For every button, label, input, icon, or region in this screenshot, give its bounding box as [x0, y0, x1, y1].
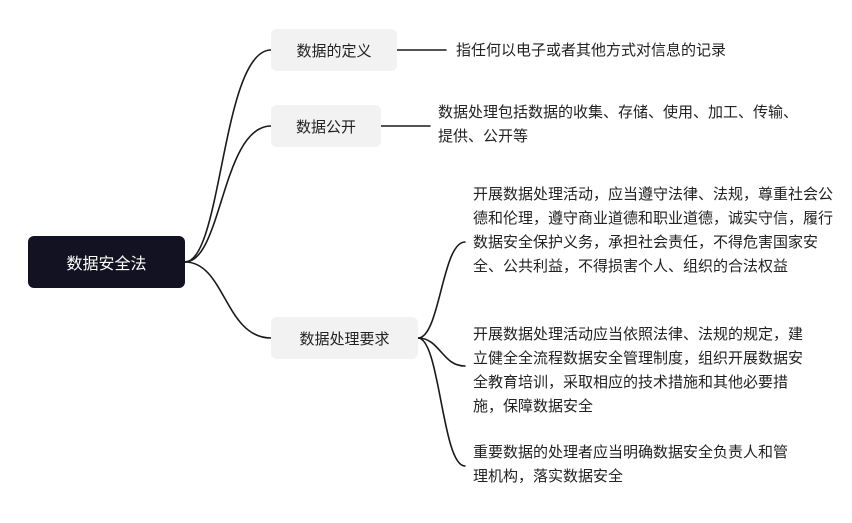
- branch-data-public[interactable]: 数据公开: [271, 105, 381, 147]
- leaf-data-public: 数据处理包括数据的收集、存储、使用、加工、传输、提供、公开等: [438, 103, 799, 145]
- connector-requirements-leaf-3: [417, 337, 466, 467]
- connector-root-requirements: [184, 261, 272, 339]
- branch-label: 数据公开: [295, 117, 356, 136]
- connector-root-definition: [184, 49, 272, 263]
- connector-requirements-leaf-1: [417, 241, 466, 339]
- branch-data-processing-requirements[interactable]: 数据处理要求: [271, 317, 418, 359]
- leaf-requirement-1: 开展数据处理活动，应当遵守法律、法规，尊重社会公德和伦理，遵守商业道德和职业道德…: [473, 185, 834, 275]
- leaf-data-definition: 指任何以电子或者其他方式对信息的记录: [456, 41, 727, 59]
- root-node[interactable]: 数据安全法: [28, 236, 185, 288]
- branch-data-definition[interactable]: 数据的定义: [271, 29, 397, 71]
- leaf-requirement-2: 开展数据处理活动应当依照法律、法规的规定，建立健全全流程数据安全管理制度，组织开…: [473, 325, 804, 415]
- leaf-requirement-3: 重要数据的处理者应当明确数据安全负责人和管理机构，落实数据安全: [473, 440, 788, 490]
- root-label: 数据安全法: [66, 254, 147, 273]
- connector-requirements-leaf-2: [417, 337, 466, 367]
- branch-label: 数据处理要求: [299, 329, 390, 348]
- connector-root-public: [184, 125, 272, 263]
- branch-label: 数据的定义: [296, 41, 372, 60]
